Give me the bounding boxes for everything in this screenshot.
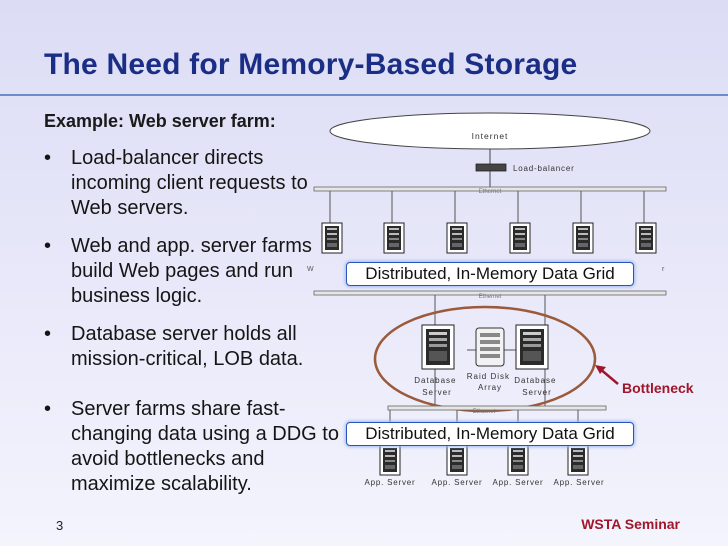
bottleneck-circle — [373, 305, 597, 413]
raid-line2: Array — [478, 383, 502, 392]
app-server-icon — [446, 444, 468, 476]
app-server-label-1: App. Server — [364, 478, 415, 487]
bullet-text-3: Database server holds all mission-critic… — [71, 323, 304, 370]
bullet-glyph: • — [44, 398, 52, 420]
db-server-right-line1: Database — [514, 376, 556, 385]
internet-label: Internet — [472, 131, 509, 141]
ethernet-bus-middle — [313, 290, 667, 296]
raid-label: Raid Disk Array — [467, 372, 513, 392]
database-server-left-icon — [421, 324, 455, 370]
title-underline — [0, 94, 728, 96]
db-server-right-line2: Server — [522, 388, 552, 397]
bullet-text-1: Load-balancer directs incoming client re… — [71, 147, 308, 219]
ethernet-label-bottom: Ethernet — [473, 409, 496, 415]
footer-seminar-label: WSTA Seminar — [581, 516, 680, 532]
ethernet-bus-bottom — [387, 405, 607, 411]
bullet-text-2: Web and app. server farms build Web page… — [71, 235, 312, 307]
db-server-left-line1: Database — [414, 376, 456, 385]
bullet-item-4: • Server farms share fast-changing data … — [44, 397, 339, 502]
app-server-icon — [507, 444, 529, 476]
database-server-right-icon — [515, 324, 549, 370]
app-server-label-2: App. Server — [431, 478, 482, 487]
slide-subtitle: Example: Web server farm: — [44, 111, 276, 131]
db-server-right-label: Database Server — [514, 376, 559, 397]
bullet-glyph: • — [44, 147, 52, 169]
data-grid-top: Distributed, In-Memory Data Grid — [346, 262, 634, 286]
web-server-icon — [509, 222, 531, 254]
raid-disk-array-icon — [475, 327, 505, 367]
edge-fragment-left: W — [307, 266, 314, 273]
bullet-item-2: • Web and app. server farms build Web pa… — [44, 234, 334, 314]
ethernet-label-middle: Ethernet — [479, 294, 502, 300]
web-server-icon — [635, 222, 657, 254]
edge-fragment-right: r — [662, 266, 665, 273]
page-number: 3 — [56, 518, 64, 533]
bottleneck-arrowhead — [595, 365, 606, 374]
ethernet-label-top: Ethernet — [479, 189, 502, 195]
db-server-left-label: Database Server — [414, 376, 459, 397]
raid-line1: Raid Disk — [467, 372, 510, 381]
web-server-icon — [321, 222, 343, 254]
bullet-item-1: • Load-balancer directs incoming client … — [44, 146, 334, 226]
app-server-icon — [567, 444, 589, 476]
bullet-text-4: Server farms share fast-changing data us… — [71, 398, 339, 495]
load-balancer-label: Load-balancer — [513, 164, 575, 173]
bullet-glyph: • — [44, 323, 52, 345]
web-server-icon — [572, 222, 594, 254]
web-server-icon — [383, 222, 405, 254]
bullet-item-3: • Database server holds all mission-crit… — [44, 322, 334, 377]
ethernet-bus-top — [313, 186, 667, 192]
app-server-icon — [379, 444, 401, 476]
web-server-icon — [446, 222, 468, 254]
bullet-glyph: • — [44, 235, 52, 257]
app-server-label-4: App. Server — [553, 478, 604, 487]
bottleneck-label: Bottleneck — [622, 380, 694, 396]
app-server-label-3: App. Server — [492, 478, 543, 487]
load-balancer-icon — [475, 163, 507, 172]
slide-title: The Need for Memory-Based Storage — [44, 48, 578, 81]
db-server-left-line2: Server — [422, 388, 452, 397]
data-grid-bottom: Distributed, In-Memory Data Grid — [346, 422, 634, 446]
